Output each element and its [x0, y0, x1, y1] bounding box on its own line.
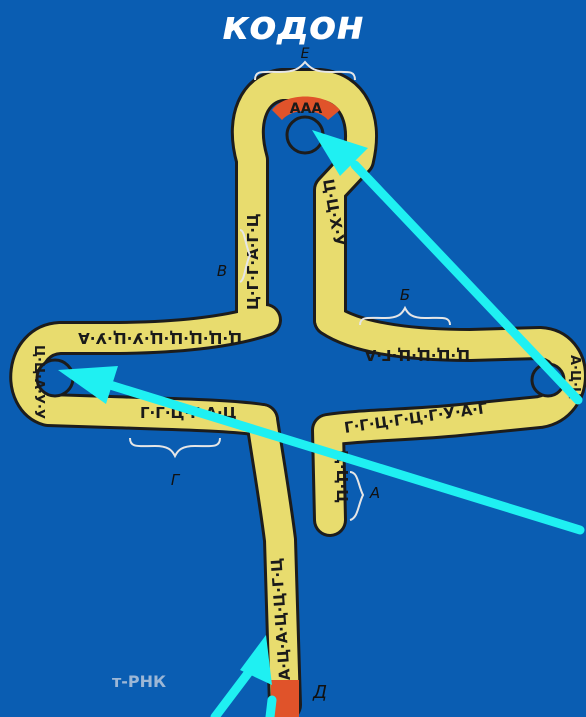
region-label-d: Д: [312, 682, 327, 703]
region-label-e: Е: [301, 46, 310, 62]
seq-left-arm-top: Ц·Ц·Ц·Ц·Ц·У·Ц·У·А: [78, 329, 242, 347]
region-label-bsoft: Б: [400, 286, 410, 304]
trna-label: т-РНК: [112, 672, 166, 691]
bracket-g: [130, 438, 220, 456]
seq-left-loop: Ц·Ц·А·У·У: [31, 345, 46, 419]
region-label-b: В: [217, 262, 227, 280]
region-label-g: Г: [171, 471, 181, 489]
arrow-to-acceptor: [215, 635, 272, 717]
arrow-bottom-right: [270, 700, 272, 717]
region-label-a: А: [369, 484, 380, 502]
seq-right-arm-top: Ц·Ц·Ц·Ц·Г·А: [364, 346, 470, 364]
anticodon-bases: ААА: [290, 101, 323, 117]
